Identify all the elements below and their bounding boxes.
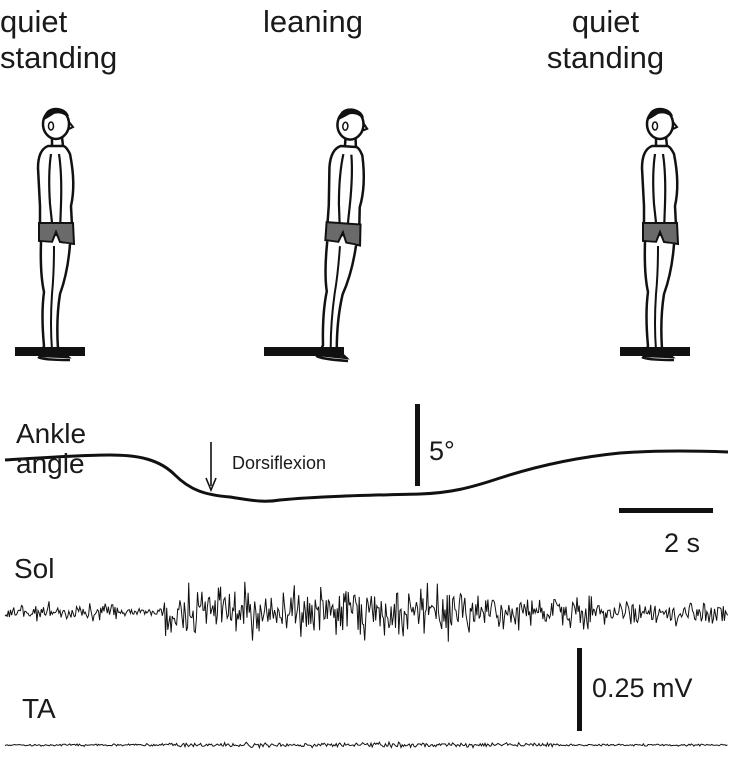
angle-scale-bar — [415, 404, 420, 486]
phase-1-line2: standing — [0, 40, 118, 75]
ta-label: TA — [22, 693, 56, 724]
sol-label: Sol — [14, 553, 55, 584]
sol-emg-trace — [4, 581, 729, 642]
person-quiet-standing-3 — [640, 106, 680, 362]
ta-emg-trace — [4, 740, 728, 750]
phase-2-line1: leaning — [263, 4, 363, 39]
voltage-scale-label: 0.25 mV — [592, 673, 693, 703]
platform-1 — [15, 347, 85, 356]
time-scale-label: 2 s — [664, 528, 701, 558]
sol-trace-line — [4, 581, 729, 642]
ankle-angle-trace — [4, 449, 729, 503]
ankle-label-line2: angle — [16, 448, 85, 479]
phase-label-leaning: leaning — [238, 4, 388, 40]
person-leaning — [314, 106, 371, 363]
phase-3-line1: quiet — [571, 4, 640, 39]
dorsiflexion-arrow — [205, 442, 217, 493]
phase-1-line1: quiet — [0, 4, 68, 39]
dorsiflexion-label: Dorsiflexion — [232, 453, 327, 473]
angle-scale-label: 5° — [429, 436, 455, 466]
phase-label-quiet-standing-2: quiet standing — [528, 4, 683, 76]
time-scale-bar — [619, 508, 713, 513]
ankle-label-line1: Ankle — [16, 418, 87, 449]
platform-3 — [620, 347, 690, 356]
ankle-angle-label: Ankle angle — [16, 418, 86, 480]
phase-label-quiet-standing-1: quiet standing — [0, 4, 146, 76]
platform-2 — [264, 347, 344, 356]
phase-3-line2: standing — [546, 40, 665, 75]
voltage-scale-bar — [577, 648, 582, 731]
ta-trace-line — [4, 740, 728, 750]
person-quiet-standing-1 — [36, 106, 76, 362]
